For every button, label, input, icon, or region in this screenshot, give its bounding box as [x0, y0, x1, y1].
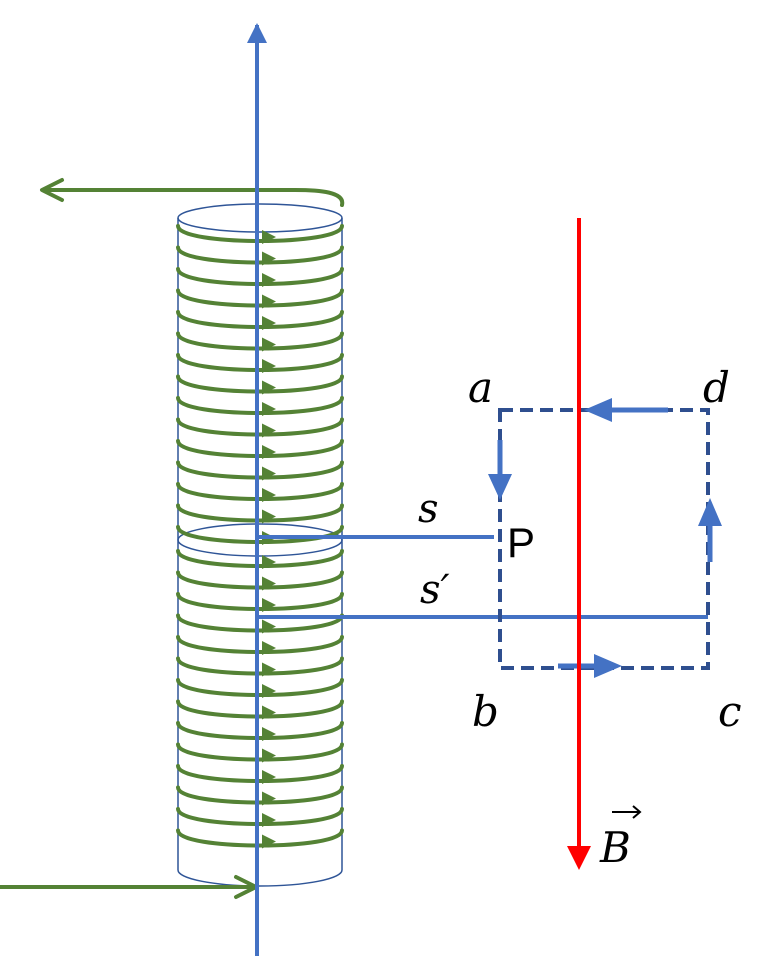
coil-turn-arrow-icon	[262, 380, 276, 395]
coil-turn	[176, 460, 344, 480]
coil-turn	[176, 807, 344, 826]
field-label: B	[599, 805, 642, 872]
coil-turn	[176, 245, 344, 265]
solenoid-coil	[176, 224, 344, 849]
coil-turn	[176, 828, 344, 848]
cylinder-bottom-edge	[177, 869, 343, 887]
coil-turn	[176, 570, 344, 590]
arrow-b-to-c-icon	[558, 654, 622, 678]
point-label-p: P	[507, 519, 535, 566]
coil-turn	[176, 721, 344, 740]
coil-turn-arrow-icon	[262, 273, 276, 287]
coil-turn-arrow-icon	[262, 466, 276, 481]
coil-turn	[176, 764, 344, 783]
coil-turn-arrow-icon	[262, 576, 276, 591]
vector-arrow-icon	[612, 805, 642, 819]
solenoid-cylinder	[177, 203, 343, 887]
coil-top-lead-arrowhead-icon	[40, 178, 64, 202]
coil-turn-arrow-icon	[262, 619, 276, 634]
coil-turn-arrow-icon	[262, 813, 276, 827]
coil-turn	[176, 331, 344, 351]
coil-turn	[176, 613, 344, 633]
coil-turn-arrow-icon	[262, 251, 276, 266]
arrow-d-to-a-icon	[584, 398, 668, 422]
distance-label-s: s	[418, 486, 439, 532]
coil-turn	[176, 353, 344, 372]
coil-turn	[176, 699, 344, 719]
arrow-a-to-b-icon	[488, 440, 512, 500]
coil-turn-arrow-icon	[262, 555, 276, 569]
corner-label-d: d	[703, 363, 730, 412]
coil-turn	[176, 288, 344, 308]
coil-turn-arrow-icon	[262, 488, 276, 502]
coil-turn-arrow-icon	[262, 230, 276, 244]
coil-turn	[176, 503, 344, 523]
corner-label-a: a	[468, 363, 493, 412]
coil-turn	[176, 417, 344, 437]
coil-leads	[0, 178, 345, 899]
magnetic-field-arrowhead-icon	[567, 846, 591, 870]
coil-turn-arrow-icon	[262, 316, 276, 330]
coil-turn	[176, 592, 344, 611]
coil-turn	[176, 525, 344, 544]
field-label-letter: B	[599, 823, 631, 872]
coil-turn	[176, 549, 344, 568]
coil-turn-arrow-icon	[262, 641, 276, 655]
coil-turn	[176, 742, 344, 762]
coil-turn	[176, 374, 344, 394]
coil-turn	[176, 785, 344, 805]
coil-turn-arrow-icon	[262, 662, 276, 677]
coil-turn	[176, 310, 344, 329]
coil-turn-arrow-icon	[262, 445, 276, 459]
coil-turn	[176, 482, 344, 501]
coil-turn	[176, 396, 344, 415]
coil-turn	[176, 439, 344, 458]
coil-turn	[176, 224, 344, 243]
coil-turn	[176, 267, 344, 286]
coil-turn-arrow-icon	[262, 770, 276, 784]
arrow-c-to-d-icon	[698, 498, 722, 562]
coil-turn	[176, 678, 344, 697]
coil-turn	[176, 635, 344, 654]
coil-turn-arrow-icon	[262, 423, 276, 438]
coil-turn-arrow-icon	[262, 834, 276, 849]
coil-turn-arrow-icon	[262, 684, 276, 698]
coil-turn-arrow-icon	[262, 337, 276, 352]
coil-top-lead	[43, 188, 345, 207]
corner-label-b: b	[472, 687, 499, 736]
coil-turn-arrow-icon	[262, 402, 276, 416]
cylinder-top-ellipse	[177, 203, 343, 233]
distance-label-s-prime: s′	[420, 567, 450, 613]
coil-turn-arrow-icon	[262, 727, 276, 741]
coil-turn-arrow-icon	[262, 748, 276, 763]
coil-turn-arrow-icon	[262, 359, 276, 373]
corner-label-c: c	[718, 687, 742, 736]
loop-direction-arrows	[488, 398, 722, 678]
coil-turn-arrow-icon	[262, 705, 276, 720]
coil-turn-arrow-icon	[262, 294, 276, 309]
coil-turn-arrow-icon	[262, 791, 276, 806]
coil-turn-arrow-icon	[262, 509, 276, 524]
coil-turn-arrow-icon	[262, 598, 276, 612]
coil-turn	[176, 656, 344, 676]
